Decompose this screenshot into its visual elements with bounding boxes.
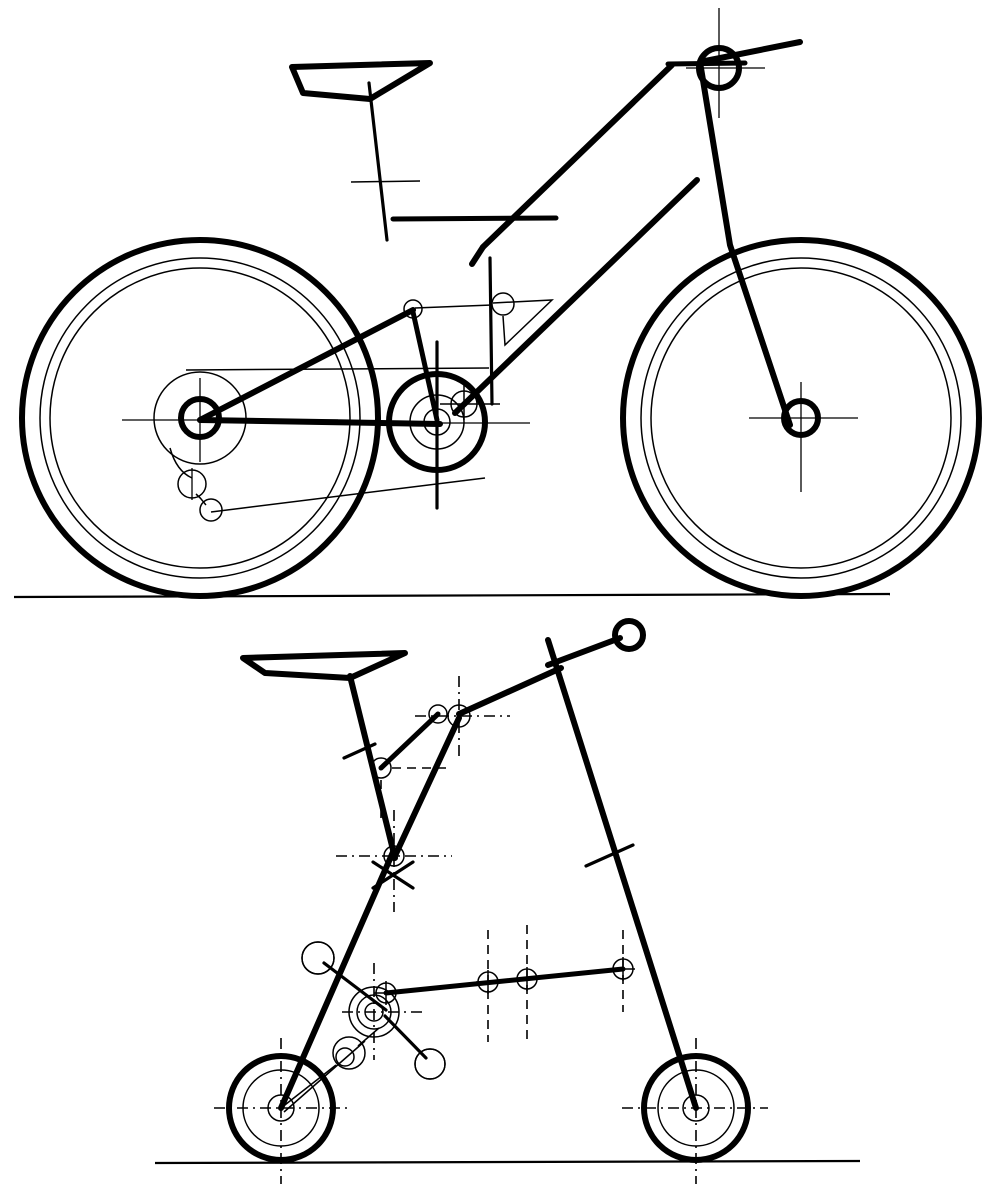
- seat-tube: [469, 244, 486, 267]
- ground-line-upper: [13, 592, 891, 599]
- saddle: [289, 60, 433, 102]
- seat-tube-lower: [488, 256, 494, 406]
- down-tube: [452, 177, 700, 416]
- tube-tick-fork: [584, 843, 635, 868]
- rear-rim-outer: [39, 257, 361, 579]
- detail-nodes-upper: [403, 292, 554, 347]
- rear-wheel: [19, 237, 381, 599]
- pedal-upper-lower: [301, 941, 335, 975]
- chain-run-lower-c: [357, 1027, 380, 1047]
- rear-stay-bridge: [410, 309, 440, 423]
- down-tube-lower: [391, 715, 462, 861]
- cable-guide-node: [491, 292, 515, 316]
- front-rim-outer: [640, 257, 962, 579]
- top-tube-lower: [456, 665, 564, 717]
- saddle-lower: [240, 650, 408, 681]
- upper-view: [13, 8, 982, 1080]
- rear-wheel-lower: [214, 1038, 348, 1184]
- ground-line-lower: [154, 1159, 861, 1165]
- handlebar-grip-lower: [612, 618, 646, 652]
- front-wheel: [620, 237, 982, 599]
- handlebar-assembly-lower: [545, 618, 646, 668]
- crank-arm-lower-lower: [383, 1014, 428, 1060]
- tube-tick-seat: [342, 742, 377, 760]
- derailleur-pulley-lower: [332, 1036, 366, 1070]
- handlebar-bar: [697, 39, 803, 65]
- joint-cross-b: [371, 860, 415, 890]
- saddle-assembly-lower: [240, 650, 408, 681]
- frame-upper: [197, 59, 793, 428]
- crank-arm-upper-lower: [322, 961, 388, 1012]
- joint-nodes-lower: [336, 676, 635, 1042]
- top-tube-ref: [390, 215, 559, 222]
- chain-upper-run: [185, 367, 490, 371]
- fork-lower: [545, 637, 699, 1111]
- chain-run-lower-a: [280, 1064, 337, 1109]
- stem-link-lower: [378, 711, 441, 771]
- seat-stay: [197, 307, 416, 423]
- crank-assembly-upper: [301, 340, 530, 1080]
- lower-view: [154, 618, 861, 1184]
- front-tire-outer: [620, 237, 982, 599]
- seat-stay-node: [403, 299, 423, 319]
- stem: [665, 60, 748, 67]
- reflector-bracket: [492, 299, 554, 347]
- frame-skeleton-lower: [278, 637, 699, 1111]
- saddle-assembly-upper: [289, 60, 559, 242]
- seat-stay-lower: [278, 849, 396, 1111]
- derailleur-link: [195, 493, 207, 506]
- seat-post-ref-line: [350, 180, 421, 183]
- rear-tire-outer: [19, 237, 381, 599]
- derailleur-pulley-inner-lower: [335, 1047, 355, 1067]
- chain-lines-upper: [185, 304, 493, 513]
- seat-tube-lower: [347, 673, 398, 861]
- joint-fork-crown: [370, 757, 392, 779]
- joint-stem-clamp: [428, 704, 448, 724]
- handlebar-assembly-upper: [665, 8, 803, 118]
- crank-assembly-lower: [280, 941, 446, 1113]
- chain-run-lower-b: [283, 1040, 366, 1113]
- seat-post: [367, 81, 389, 242]
- chain-lower-run: [210, 477, 486, 513]
- rear-rim-inner: [49, 267, 351, 569]
- fork-tube: [697, 59, 793, 428]
- rear-derailleur-upper: [169, 447, 223, 522]
- derailleur-lower-pulley: [199, 498, 223, 522]
- chain-stay-lower: [383, 966, 626, 996]
- front-rim-inner: [650, 267, 952, 569]
- chain-return: [414, 304, 493, 309]
- handlebar-bar-lower: [545, 635, 623, 668]
- pedal-lower-lower: [414, 1048, 446, 1080]
- derailleur-cage: [169, 447, 193, 479]
